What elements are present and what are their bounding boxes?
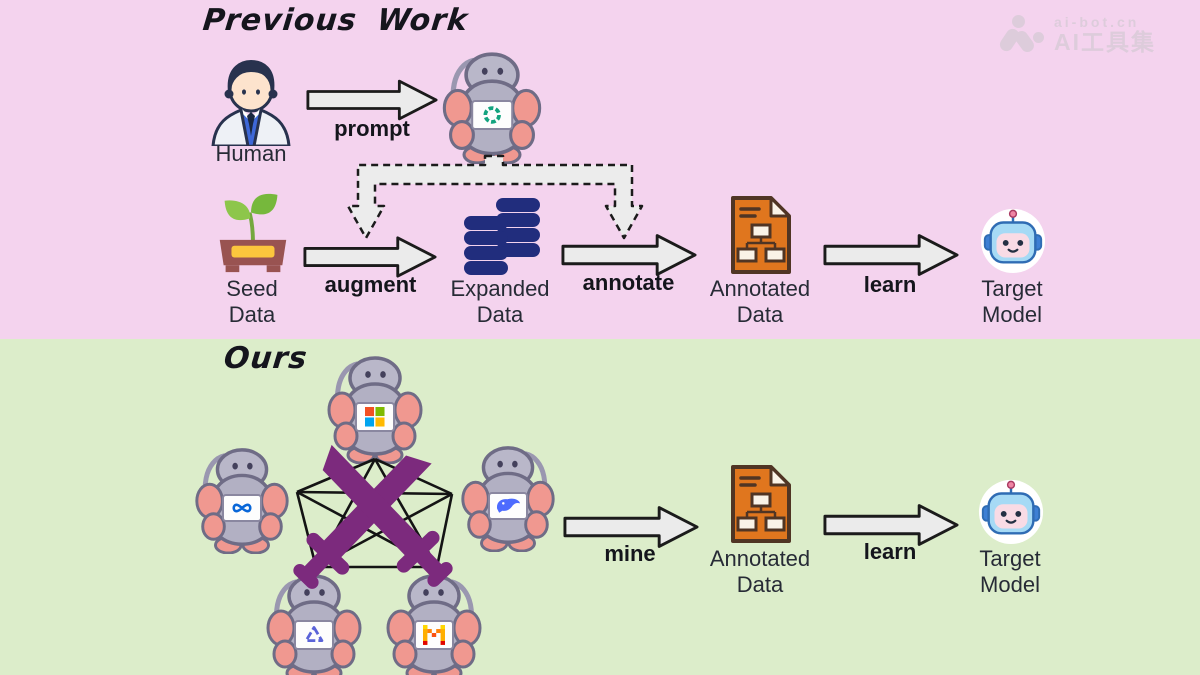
robot-microsoft: [325, 352, 425, 464]
deepseek-logo-icon: [488, 491, 528, 521]
augment-edge-label: augment: [324, 272, 417, 297]
qwen-logo-icon: [294, 620, 334, 650]
robot-openai: [440, 48, 544, 164]
annotate-edge-label: annotate: [582, 270, 675, 295]
human-label: Human: [215, 141, 287, 166]
annotated-document-icon-top: [728, 194, 794, 276]
meta-logo-icon: [222, 493, 262, 523]
database-icon: [462, 196, 542, 278]
learn-arrow-top: [823, 233, 959, 277]
mistral-logo-icon: [414, 620, 454, 650]
annotated-data-label-top: Annotated Data: [709, 276, 811, 327]
robot-mistral: [384, 570, 484, 675]
seed-plant-icon: [207, 189, 297, 277]
mine-edge-label: mine: [604, 541, 656, 566]
target-model-icon-bottom: [977, 477, 1045, 545]
battle-graph: [293, 444, 454, 589]
openai-logo-icon: [471, 100, 513, 131]
annotated-document-icon-bottom: [728, 462, 794, 546]
dashed-distribute-arrow: [346, 154, 644, 240]
ours-title: Ours: [222, 341, 310, 376]
ai-bot-logo-icon: [997, 15, 1045, 56]
learn-edge-label-top: learn: [863, 272, 917, 297]
watermark-brand-text: AI工具集: [1054, 28, 1156, 55]
watermark-site-text: ai-bot.cn: [1054, 14, 1140, 30]
expanded-data-label: Expanded Data: [450, 276, 550, 327]
watermark: ai-bot.cn AI工具集: [997, 14, 1156, 56]
robot-qwen: [264, 570, 364, 675]
robot-meta: [192, 444, 292, 554]
human-icon: [203, 56, 299, 148]
microsoft-logo-icon: [355, 402, 395, 432]
annotated-data-label-bottom: Annotated Data: [709, 546, 811, 597]
robot-deepseek: [458, 442, 558, 552]
target-model-icon-top: [979, 206, 1047, 274]
target-model-label-top: Target Model: [981, 276, 1043, 327]
previous-work-title: Previous Work: [201, 3, 470, 38]
seed-data-label: Seed Data: [226, 276, 278, 327]
target-model-label-bottom: Target Model: [979, 546, 1041, 597]
prompt-edge-label: prompt: [334, 116, 410, 141]
crossed-swords-icon: [293, 444, 453, 589]
learn-edge-label-bottom: learn: [863, 539, 917, 564]
